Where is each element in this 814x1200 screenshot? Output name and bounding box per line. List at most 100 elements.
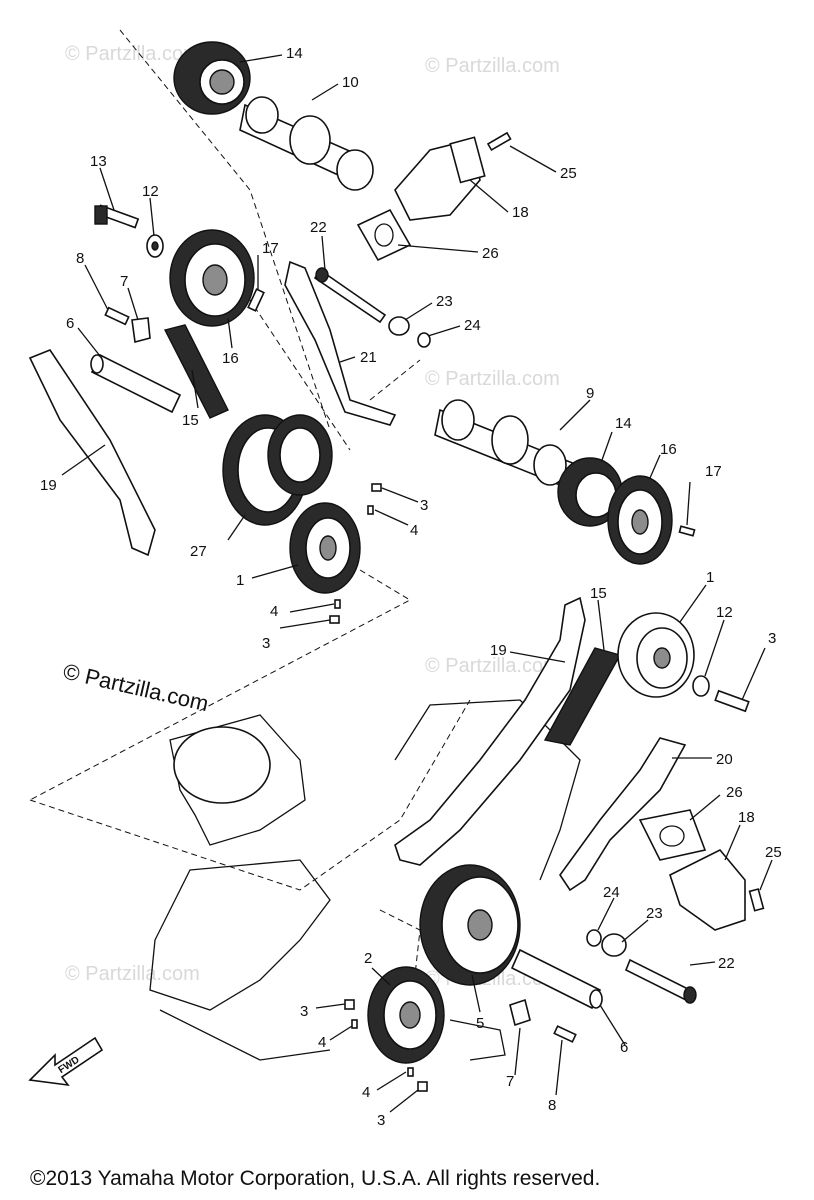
- bearing-14-lower: [557, 457, 623, 527]
- forward-arrow-icon: FWD: [28, 1036, 104, 1087]
- washer-12-upper: [146, 234, 164, 258]
- callout: 3: [300, 1003, 308, 1020]
- idler-gear-27: [222, 414, 333, 526]
- drive-gear-5: [419, 864, 521, 986]
- callout: 16: [660, 441, 677, 458]
- callout: 26: [726, 784, 743, 801]
- watermark-faint: © Partzilla.com: [65, 963, 200, 985]
- washer-24-lower: [586, 929, 602, 947]
- chain-guide-19-lower: [394, 596, 586, 866]
- callout: 17: [705, 463, 722, 480]
- lock-plate-7-upper: [131, 317, 151, 344]
- bolt-25-upper: [486, 131, 512, 152]
- callout: 16: [222, 350, 239, 367]
- callout: 15: [590, 585, 607, 602]
- cam-chain-15-lower: [543, 647, 622, 746]
- shaft-6-upper: [90, 353, 182, 414]
- bolt-3-lower-a: [344, 999, 355, 1010]
- gasket-26-upper: [356, 208, 412, 262]
- callout: 19: [40, 477, 57, 494]
- cam-sprocket-16-lower: [607, 475, 673, 565]
- callout: 14: [286, 45, 303, 62]
- callout: 3: [377, 1112, 385, 1129]
- callout: 22: [310, 219, 327, 236]
- callout: 1: [236, 572, 244, 589]
- callout: 13: [90, 153, 107, 170]
- watermark-faint: © Partzilla.com: [425, 368, 560, 390]
- callout: 8: [548, 1097, 556, 1114]
- callout: 10: [342, 74, 359, 91]
- callout: 3: [262, 635, 270, 652]
- callout: 7: [506, 1073, 514, 1090]
- watermark-faint: © Partzilla.com: [65, 43, 200, 65]
- cam-sprocket-16-upper: [169, 229, 255, 327]
- washer-4-lower-a: [351, 1019, 358, 1029]
- bolt-3-lower-b: [417, 1081, 428, 1092]
- callout: 27: [190, 543, 207, 560]
- chain-guide-19-upper: [28, 349, 156, 557]
- callout: 25: [765, 844, 782, 861]
- callout: 6: [620, 1039, 628, 1056]
- callout: 8: [76, 250, 84, 267]
- bolt-25-lower: [748, 888, 765, 912]
- callout: 3: [768, 630, 776, 647]
- bolt-22-lower: [624, 958, 697, 1004]
- chain-tensioner-18-lower: [669, 849, 746, 931]
- callout: 12: [716, 604, 733, 621]
- callout: 4: [362, 1084, 370, 1101]
- bearing-14-upper: [173, 41, 251, 115]
- callout: 4: [270, 603, 278, 620]
- bolt-22-upper: [313, 267, 387, 324]
- pin-17-upper: [247, 288, 265, 312]
- bolt-3-upper-a: [371, 483, 382, 492]
- washer-12-lower: [692, 675, 710, 697]
- bolt-3-lower-right: [714, 689, 750, 713]
- camshaft-10: [239, 96, 374, 191]
- copyright-footer: ©2013 Yamaha Motor Corporation, U.S.A. A…: [30, 1167, 600, 1190]
- lock-plate-7-lower: [509, 998, 531, 1027]
- watermark-faint: © Partzilla.com: [425, 55, 560, 77]
- callout: 17: [262, 240, 279, 257]
- nut-23-upper: [388, 316, 410, 336]
- gear-2: [367, 966, 445, 1064]
- callout: 15: [182, 412, 199, 429]
- chain-guide-21: [284, 260, 397, 426]
- callout-labels: 14 10 13 12 25 18 26 22 8 7 17 23 24 6 1…: [40, 45, 782, 1129]
- bolt-8-lower: [553, 1025, 577, 1043]
- washer-4-upper-a: [367, 505, 374, 515]
- callout: 21: [360, 349, 377, 366]
- callout: 26: [482, 245, 499, 262]
- washer-4-upper-b: [334, 599, 341, 609]
- callout: 25: [560, 165, 577, 182]
- callout: 19: [490, 642, 507, 659]
- engine-case-outline: [149, 699, 581, 1061]
- callout: 18: [512, 204, 529, 221]
- callout: 4: [410, 522, 418, 539]
- callout: 12: [142, 183, 159, 200]
- callout: 24: [603, 884, 620, 901]
- washer-4-lower-b: [407, 1067, 414, 1077]
- callout: 22: [718, 955, 735, 972]
- callout: 23: [436, 293, 453, 310]
- bolt-13: [94, 204, 140, 229]
- nut-23-lower: [601, 933, 627, 957]
- callout: 3: [420, 497, 428, 514]
- callout: 24: [464, 317, 481, 334]
- bolt-3-upper-b: [329, 615, 340, 624]
- watermark-main: © Partzilla.com: [61, 659, 211, 717]
- callout: 4: [318, 1034, 326, 1051]
- callout: 5: [476, 1015, 484, 1032]
- callout: 2: [364, 950, 372, 967]
- gear-1-upper: [289, 502, 361, 594]
- callout: 7: [120, 273, 128, 290]
- callout: 6: [66, 315, 74, 332]
- gear-1-lower: [617, 612, 695, 698]
- watermark-faint: © Partzilla.com: [425, 655, 560, 677]
- callout: 9: [586, 385, 594, 402]
- chain-guide-20: [559, 737, 687, 892]
- callout: 20: [716, 751, 733, 768]
- chain-tensioner-18-upper: [394, 136, 486, 221]
- callout: 1: [706, 569, 714, 586]
- pin-17-lower: [678, 525, 696, 537]
